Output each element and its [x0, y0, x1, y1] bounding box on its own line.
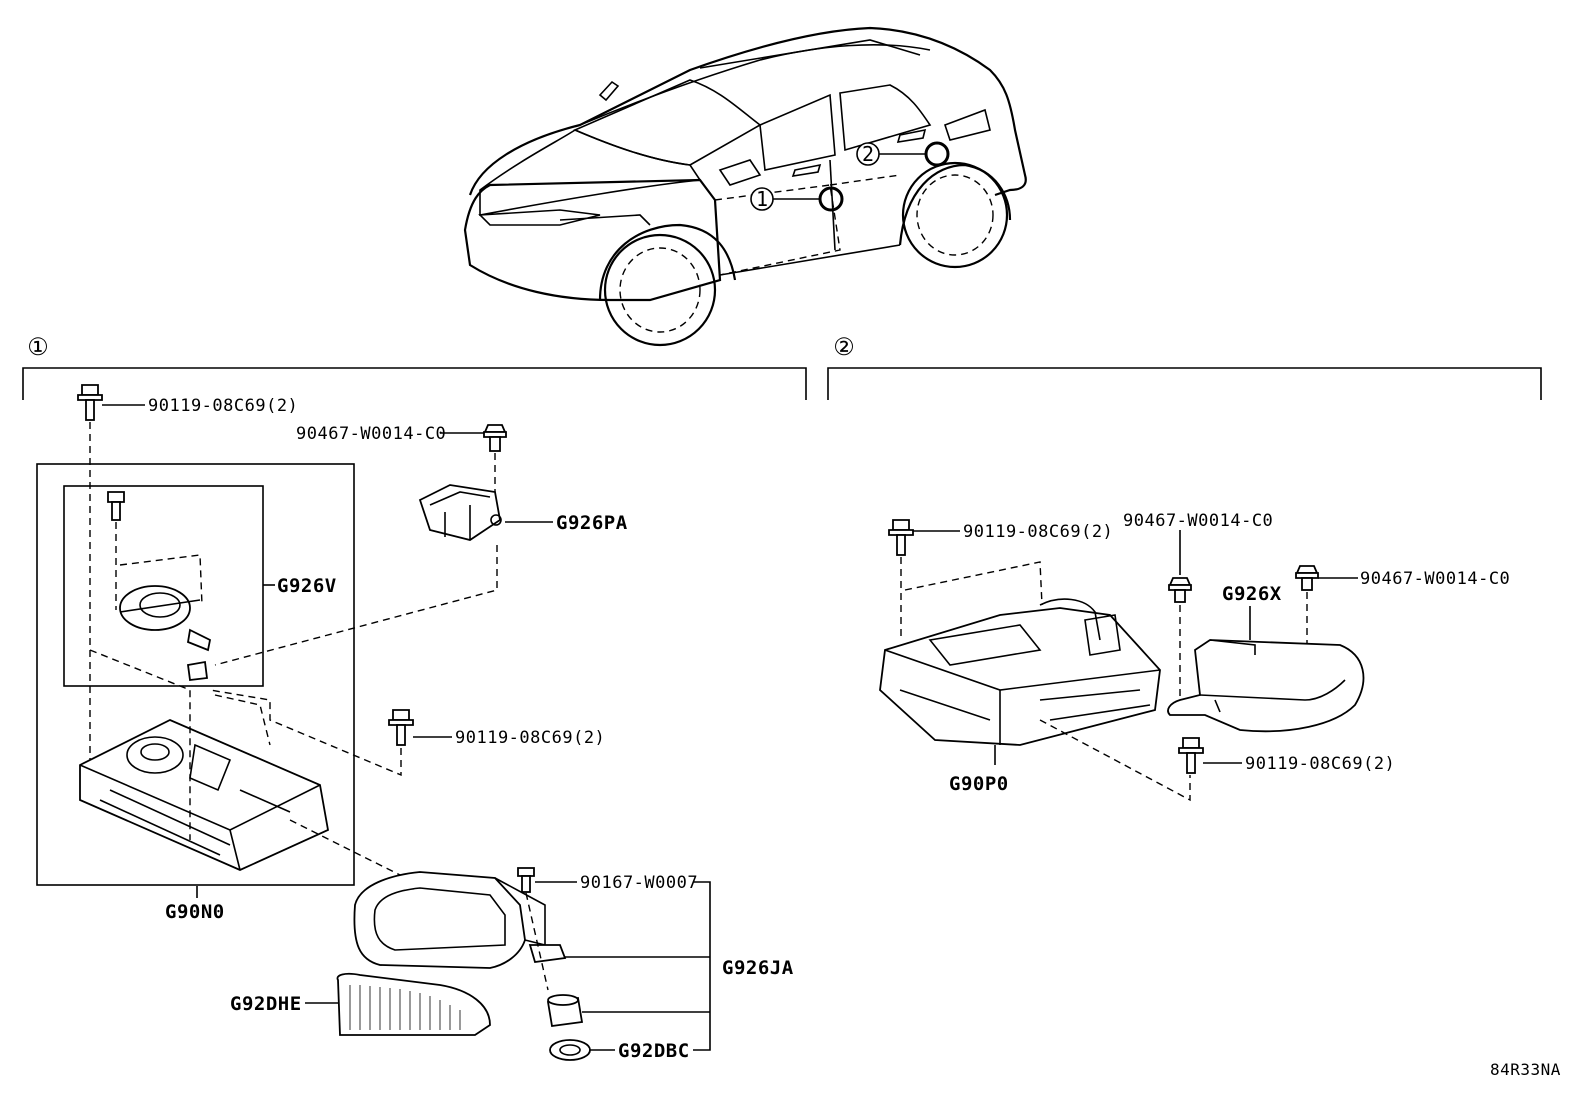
- bolt-icon: [1178, 737, 1204, 774]
- screw-icon: [517, 867, 535, 893]
- label-s1-bracket: G926PA: [556, 512, 628, 534]
- grommet-part: [546, 994, 584, 1028]
- section-2-parts: 90119-08C69(2) 90467-W0014-C0 90467-W001…: [879, 511, 1510, 802]
- label-s2-bolt-top: 90119-08C69(2): [963, 522, 1113, 542]
- control-unit-part: [879, 598, 1161, 746]
- bolt-icon: [388, 709, 414, 746]
- inverter-assembly-box: [36, 463, 355, 886]
- label-s2-clip-b: 90467-W0014-C0: [1360, 569, 1510, 589]
- duct-part: [353, 871, 567, 969]
- inverter-part: [79, 719, 330, 871]
- clip-icon: [1168, 577, 1192, 603]
- bracket-part: [418, 484, 502, 541]
- cover-part: [1167, 639, 1365, 733]
- label-s1-filter: G92DHE: [230, 993, 302, 1015]
- label-s2-unit: G90P0: [949, 773, 1009, 795]
- section-headers: ① ②: [22, 333, 1542, 400]
- sensor-part: [119, 585, 212, 681]
- label-s2-cover: G926X: [1222, 583, 1282, 605]
- filter-part: [336, 972, 491, 1036]
- car-marker-2: [856, 142, 880, 166]
- sensor-subassembly-box: [63, 485, 264, 687]
- vehicle-illustration: 1 2: [463, 26, 1027, 347]
- bolt-icon: [888, 519, 914, 556]
- figure-code: 84R33NA: [1490, 1060, 1561, 1079]
- label-s1-duct: G926JA: [722, 957, 794, 979]
- washer-part: [549, 1039, 591, 1061]
- label-s2-clip-a: 90467-W0014-C0: [1123, 511, 1273, 531]
- label-s2-bolt-bottom: 90119-08C69(2): [1245, 754, 1395, 774]
- label-s1-bolt-top: 90119-08C69(2): [148, 396, 298, 416]
- bolt-icon: [77, 384, 103, 421]
- label-s1-clip: 90467-W0014-C0: [296, 424, 446, 444]
- section-1-bracket: [22, 367, 807, 400]
- label-s1-inverter: G90N0: [165, 901, 225, 923]
- section-1-callout: ①: [27, 333, 49, 361]
- label-s1-bolt-mid: 90119-08C69(2): [455, 728, 605, 748]
- label-s1-sensor: G926V: [277, 575, 337, 597]
- section-2-callout: ②: [833, 333, 855, 361]
- section-2-bracket: [827, 367, 1542, 400]
- filter-hatch: [349, 985, 461, 1030]
- label-s1-screw: 90167-W0007: [580, 873, 698, 893]
- car-marker-1: [750, 187, 774, 211]
- clip-icon: [483, 424, 507, 452]
- clip-icon: [1295, 565, 1319, 591]
- label-s1-grommet: G92DBC: [618, 1040, 690, 1062]
- sensor-bolt-icon: [107, 491, 125, 521]
- car-marker-1-label: 1: [756, 187, 768, 211]
- section-1-parts: 90119-08C69(2) 90467-W0014-C0 G926PA: [36, 384, 794, 1062]
- car-marker-2-label: 2: [862, 142, 874, 166]
